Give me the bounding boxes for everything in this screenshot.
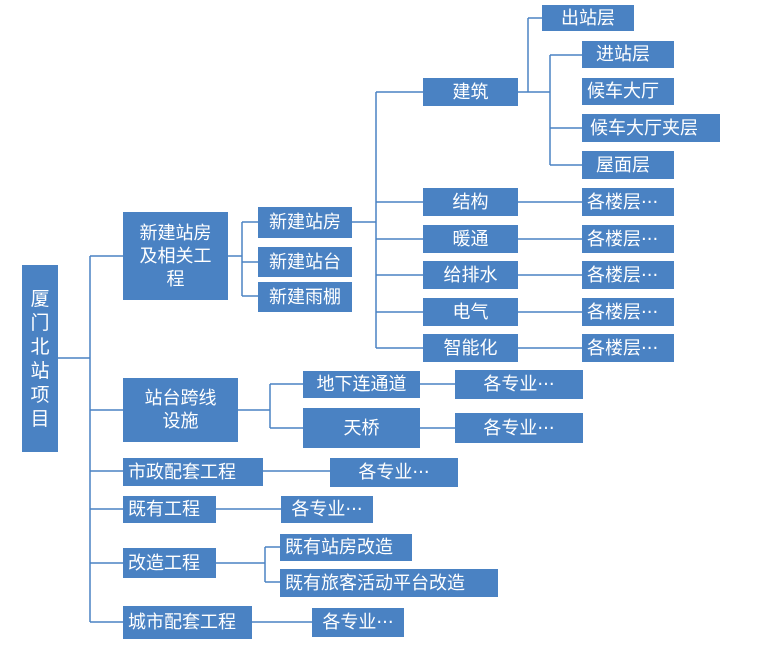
node-new-canopy-label: 新建雨棚: [269, 286, 341, 308]
node-municipal-disciplines: 各专业···: [330, 458, 458, 487]
node-exit-level: 出站层: [542, 5, 634, 31]
node-municipal-supporting-label: 市政配套工程: [128, 461, 236, 483]
node-electrical-floors: 各楼层···: [582, 298, 674, 326]
node-bridge-disciplines-label: 各专业···: [483, 417, 555, 439]
node-structure-floors: 各楼层···: [582, 188, 674, 216]
node-overpass-bridge: 天桥: [303, 408, 420, 448]
node-electrical-floors-label: 各楼层···: [587, 301, 659, 323]
node-platform-crossing-facilities-label: 站台跨线设施: [144, 388, 217, 432]
node-roof-level-label: 屋面层: [596, 154, 650, 176]
node-underpass-disciplines-label: 各专业···: [483, 374, 555, 395]
node-platform-crossing-facilities: 站台跨线设施: [123, 378, 238, 442]
node-existing-station-renovation: 既有站房改造: [280, 534, 412, 561]
node-exit-level-label: 出站层: [561, 7, 615, 29]
node-existing-passenger-platform-renovation-label: 既有旅客活动平台改造: [285, 572, 465, 594]
node-electrical-label: 电气: [452, 301, 489, 323]
node-intelligent-floors-label: 各楼层···: [587, 337, 659, 359]
node-plumbing-floors: 各楼层···: [582, 261, 674, 289]
node-intelligent-systems: 智能化: [423, 334, 518, 362]
node-new-platform: 新建站台: [258, 247, 352, 277]
node-intelligent-systems-label: 智能化: [443, 337, 498, 359]
node-architecture-label: 建筑: [452, 81, 489, 103]
node-entry-level-label: 进站层: [596, 44, 650, 65]
node-hvac: 暖通: [423, 225, 518, 253]
node-new-station-and-related: 新建站房及相关工程: [123, 212, 228, 300]
node-hvac-label: 暖通: [452, 228, 489, 250]
node-underground-passage-label: 地下连通道: [316, 374, 407, 395]
node-plumbing: 给排水: [423, 261, 518, 289]
node-city-supporting: 城市配套工程: [123, 606, 252, 639]
node-renovation-works-label: 改造工程: [128, 552, 200, 574]
node-existing-works: 既有工程: [123, 496, 216, 523]
node-waiting-hall-label: 候车大厅: [587, 81, 659, 102]
root-project-node: 厦门北站项目: [22, 265, 58, 452]
node-existing-works-label: 既有工程: [128, 499, 200, 520]
node-city-disciplines-label: 各专业···: [322, 612, 394, 633]
node-renovation-works: 改造工程: [123, 548, 216, 578]
node-hvac-floors: 各楼层···: [582, 225, 674, 253]
node-structure: 结构: [423, 188, 518, 216]
node-hvac-floors-label: 各楼层···: [587, 228, 659, 250]
node-municipal-disciplines-label: 各专业···: [358, 462, 430, 483]
node-existing-station-renovation-label: 既有站房改造: [285, 537, 393, 558]
node-existing-disciplines: 各专业···: [281, 496, 373, 523]
node-new-station-and-related-label: 新建站房及相关工程: [139, 222, 212, 290]
node-plumbing-floors-label: 各楼层···: [587, 264, 659, 286]
node-roof-level: 屋面层: [582, 151, 674, 179]
node-plumbing-label: 给排水: [443, 264, 498, 286]
node-new-canopy: 新建雨棚: [258, 282, 352, 312]
node-waiting-hall-mezzanine-label: 候车大厅夹层: [590, 117, 698, 139]
node-electrical: 电气: [423, 298, 518, 326]
node-overpass-bridge-label: 天桥: [343, 417, 380, 439]
node-new-platform-label: 新建站台: [269, 251, 341, 273]
node-architecture: 建筑: [423, 78, 518, 106]
node-existing-passenger-platform-renovation: 既有旅客活动平台改造: [280, 569, 498, 597]
node-structure-floors-label: 各楼层···: [587, 191, 659, 213]
node-existing-disciplines-label: 各专业···: [291, 499, 363, 520]
node-city-disciplines: 各专业···: [312, 608, 404, 637]
node-structure-label: 结构: [452, 191, 489, 213]
root-project-label: 厦门北站项目: [30, 287, 50, 430]
node-municipal-supporting: 市政配套工程: [123, 458, 263, 486]
node-waiting-hall-mezzanine: 候车大厅夹层: [582, 114, 720, 142]
node-entry-level: 进站层: [582, 41, 674, 68]
node-city-supporting-label: 城市配套工程: [128, 612, 236, 633]
node-bridge-disciplines: 各专业···: [455, 413, 583, 443]
node-new-station-building-label: 新建站房: [269, 212, 341, 233]
node-underpass-disciplines: 各专业···: [455, 370, 583, 399]
node-new-station-building: 新建站房: [258, 207, 352, 238]
node-intelligent-floors: 各楼层···: [582, 334, 674, 362]
node-underground-passage: 地下连通道: [303, 371, 420, 398]
node-waiting-hall: 候车大厅: [582, 78, 674, 105]
